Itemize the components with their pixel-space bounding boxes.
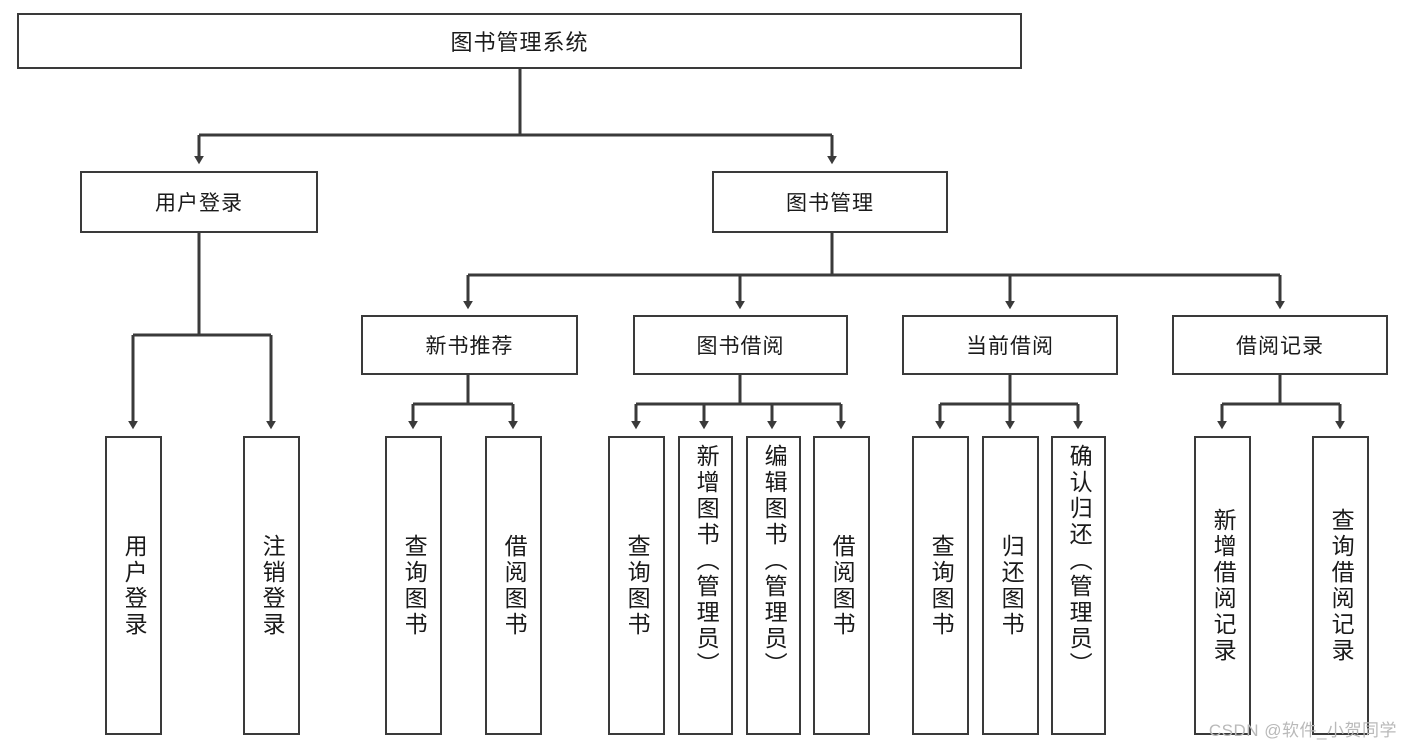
node-new-book-recommend[interactable]: 新书推荐 bbox=[361, 315, 578, 375]
leaf-return-book[interactable]: 归还图书 bbox=[982, 436, 1039, 735]
node-user-login[interactable]: 用户登录 bbox=[80, 171, 318, 233]
leaf-query-borrow-record[interactable]: 查询借阅记录 bbox=[1312, 436, 1369, 735]
leaf-query-book-recommend[interactable]: 查询图书 bbox=[385, 436, 442, 735]
node-current-borrow[interactable]: 当前借阅 bbox=[902, 315, 1118, 375]
leaf-query-book-borrow[interactable]: 查询图书 bbox=[608, 436, 665, 735]
leaf-logout-login[interactable]: 注销登录 bbox=[243, 436, 300, 735]
leaf-user-login[interactable]: 用户登录 bbox=[105, 436, 162, 735]
node-book-management[interactable]: 图书管理 bbox=[712, 171, 948, 233]
leaf-edit-book-admin[interactable]: 编辑图书（管理员） bbox=[746, 436, 801, 735]
node-root-system[interactable]: 图书管理系统 bbox=[17, 13, 1022, 69]
leaf-confirm-return-admin[interactable]: 确认归还（管理员） bbox=[1051, 436, 1106, 735]
leaf-add-book-admin[interactable]: 新增图书（管理员） bbox=[678, 436, 733, 735]
leaf-borrow-book[interactable]: 借阅图书 bbox=[813, 436, 870, 735]
csdn-watermark: CSDN @软件_小贺同学 bbox=[1208, 721, 1397, 740]
node-borrow-record[interactable]: 借阅记录 bbox=[1172, 315, 1388, 375]
node-book-borrow[interactable]: 图书借阅 bbox=[633, 315, 848, 375]
leaf-borrow-book-recommend[interactable]: 借阅图书 bbox=[485, 436, 542, 735]
leaf-query-book-current[interactable]: 查询图书 bbox=[912, 436, 969, 735]
leaf-add-borrow-record[interactable]: 新增借阅记录 bbox=[1194, 436, 1251, 735]
